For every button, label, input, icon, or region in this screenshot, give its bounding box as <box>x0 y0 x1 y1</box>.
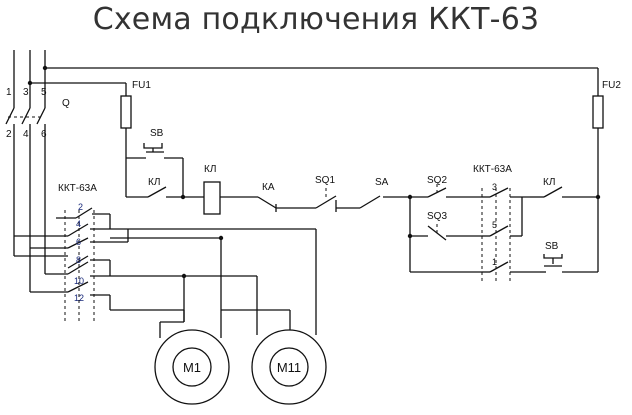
kkt-left-row-10: 10 <box>45 261 110 286</box>
sb-left-button <box>143 143 163 149</box>
kl-coil <box>203 181 221 215</box>
kkt-right-3-num: 3 <box>492 182 497 192</box>
kkt-left-label: ККТ-63А <box>58 183 97 194</box>
q-term-2: 2 <box>6 129 12 140</box>
svg-text:12: 12 <box>74 293 84 303</box>
kl-right-label: КЛ <box>543 177 555 188</box>
kkt-right-1-num: 1 <box>492 257 497 267</box>
junction <box>42 65 48 71</box>
junction <box>595 194 601 200</box>
kl-coil-label: КЛ <box>204 164 216 175</box>
sa-label: SA <box>375 177 389 188</box>
kl-holding-blade <box>147 186 167 198</box>
sq2-label: SQ2 <box>427 175 447 186</box>
motor-m11: M11 <box>251 329 327 405</box>
fu1-label: FU1 <box>132 80 151 91</box>
svg-text:6: 6 <box>76 237 81 247</box>
q-term-1: 1 <box>6 87 12 98</box>
sb-right-button <box>543 254 563 259</box>
sq1-label: SQ1 <box>315 175 335 186</box>
sb-left-label: SB <box>150 128 164 139</box>
ka-blade <box>257 196 277 209</box>
svg-text:8: 8 <box>76 255 81 265</box>
q-term-3: 3 <box>23 87 29 98</box>
fu2-label: FU2 <box>602 80 621 91</box>
sb-right-label: SB <box>545 241 559 252</box>
sq3-label: SQ3 <box>427 211 447 222</box>
diagram-title: Схема подключения ККТ-63 <box>92 2 540 37</box>
q-term-6: 6 <box>41 129 47 140</box>
kkt-left-row-6: 6 <box>30 237 110 249</box>
sa-blade <box>359 195 381 209</box>
svg-text:10: 10 <box>74 276 84 286</box>
sq1-blade <box>315 195 337 209</box>
kkt-right-5-blade <box>489 225 509 237</box>
kkt-right-3-blade <box>489 187 509 198</box>
kl-holding-label: КЛ <box>148 177 160 188</box>
q-blade-1 <box>5 107 15 125</box>
motor-m11-label: M11 <box>277 360 301 375</box>
svg-text:2: 2 <box>78 202 83 212</box>
motor-m1-label: M1 <box>183 360 201 375</box>
ka-label: КА <box>262 182 275 193</box>
kkt-right-5-num: 5 <box>492 220 497 230</box>
q-label: Q <box>62 98 70 109</box>
kkt-left-row-12: 12 <box>30 281 110 303</box>
kkt-right-label: ККТ-63А <box>473 164 512 175</box>
kkt-left-row-8: 8 <box>14 255 110 269</box>
fu1-fuse <box>120 95 132 129</box>
q-term-5: 5 <box>41 87 47 98</box>
fu2-fuse <box>592 95 604 129</box>
svg-text:4: 4 <box>76 219 81 229</box>
q-blade-3 <box>36 107 46 125</box>
kkt-left-row-4: 4 <box>45 219 110 237</box>
kl-right-blade <box>543 186 563 198</box>
q-blade-2 <box>21 107 31 125</box>
kkt-right-1-blade <box>489 261 509 273</box>
q-term-4: 4 <box>23 129 29 140</box>
kkt-left-row-2: 2 <box>56 202 110 219</box>
junction <box>27 80 33 86</box>
motor-m1: M1 <box>154 329 230 405</box>
